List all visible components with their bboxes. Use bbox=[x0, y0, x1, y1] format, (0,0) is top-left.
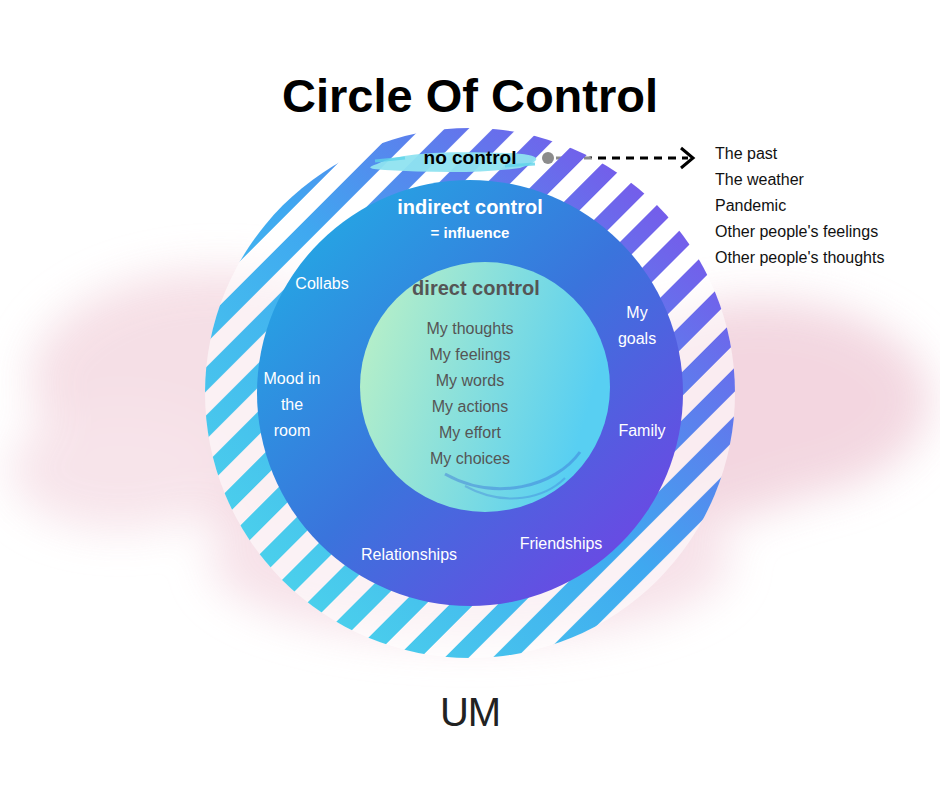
circle-item: = influence bbox=[431, 224, 510, 242]
circle-item: Friendships bbox=[520, 534, 603, 553]
no-control-item: Other people's thoughts bbox=[715, 249, 884, 267]
circle-item: My actions bbox=[432, 397, 508, 416]
diagram-title: Circle Of Control bbox=[282, 68, 658, 123]
circle-item: My effort bbox=[439, 423, 501, 442]
circle-item: Relationships bbox=[361, 545, 457, 564]
circle-item: My words bbox=[436, 371, 504, 390]
direct-control-circle: direct control My thoughts My feelings My w… bbox=[360, 262, 610, 512]
no-control-ring: no control indirect control = influenceCol… bbox=[205, 128, 735, 658]
circle-item: Mood in the room bbox=[261, 366, 323, 444]
circle-item: My feelings bbox=[430, 345, 511, 364]
indirect-control-circle: indirect control = influenceCollabs My goa… bbox=[257, 180, 683, 606]
circle-heading: no control bbox=[424, 147, 517, 170]
circle-item: Family bbox=[618, 421, 665, 440]
no-control-item: Pandemic bbox=[715, 197, 786, 215]
circle-heading: direct control bbox=[412, 276, 540, 300]
no-control-item: The past bbox=[715, 145, 777, 163]
circle-item: Collabs bbox=[295, 274, 348, 293]
logo-mark: UM bbox=[440, 690, 500, 735]
circle-heading: indirect control bbox=[397, 195, 543, 219]
circle-item: My choices bbox=[430, 449, 510, 468]
no-control-item: The weather bbox=[715, 171, 804, 189]
circle-item: My thoughts bbox=[426, 319, 513, 338]
no-control-item: Other people's feelings bbox=[715, 223, 878, 241]
circle-item: My goals bbox=[609, 300, 665, 352]
